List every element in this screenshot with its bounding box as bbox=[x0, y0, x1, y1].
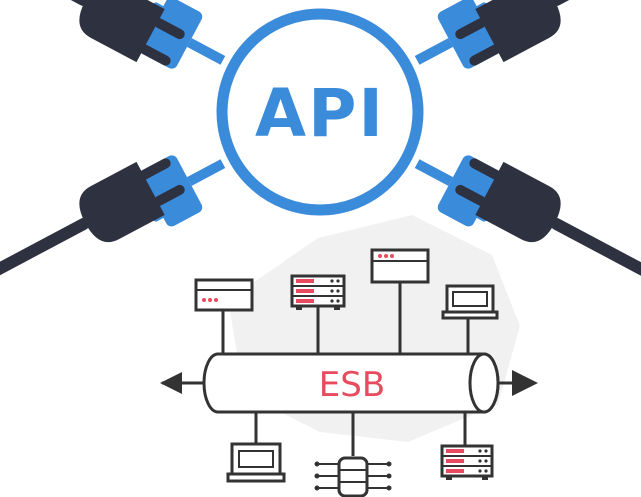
plug-icon bbox=[0, 0, 185, 66]
arrow-right-icon bbox=[512, 370, 538, 396]
plug-icon bbox=[0, 158, 185, 305]
database-icon bbox=[314, 456, 392, 497]
api-hub: API bbox=[136, 0, 504, 227]
esb-bottom-links bbox=[254, 410, 467, 456]
laptop-icon bbox=[441, 284, 499, 320]
esb-label: ESB bbox=[319, 365, 385, 405]
laptop-icon bbox=[226, 442, 286, 483]
rack-server-icon bbox=[440, 444, 494, 480]
api-ring bbox=[216, 8, 424, 216]
plug-icon bbox=[455, 158, 641, 305]
api-label: API bbox=[255, 75, 385, 152]
esb-diagram: ESB bbox=[160, 215, 538, 497]
esb-top-links bbox=[221, 283, 470, 354]
server-icon bbox=[370, 248, 430, 284]
plug-icon bbox=[455, 0, 641, 66]
arrow-left-icon bbox=[160, 372, 182, 394]
server-icon bbox=[194, 278, 254, 312]
rack-server-icon bbox=[290, 274, 346, 310]
